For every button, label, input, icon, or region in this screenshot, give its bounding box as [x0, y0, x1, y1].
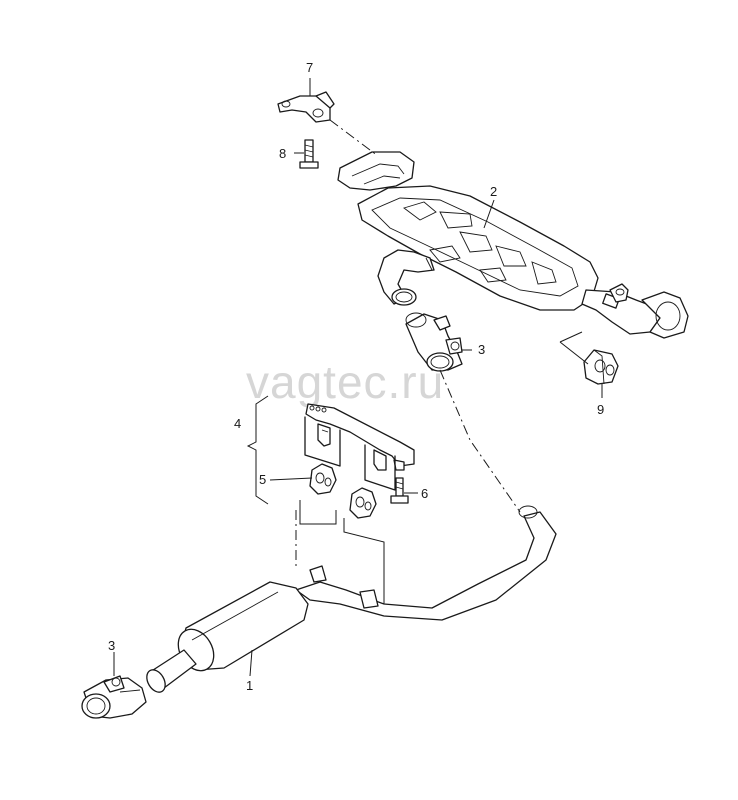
- callout-1: 1: [246, 678, 253, 693]
- callout-9: 9: [597, 402, 604, 417]
- clamp-part-3-lower: [81, 675, 147, 719]
- callout-3-upper: 3: [478, 342, 485, 357]
- front-pipe-part-1: [146, 505, 557, 693]
- watermark: vagtec.ru: [246, 356, 444, 408]
- bolt-part-8: [299, 139, 319, 169]
- bolt-part-6: [390, 477, 409, 504]
- callout-5: 5: [259, 472, 266, 487]
- callout-7: 7: [306, 60, 313, 75]
- rubber-mount-part-5-a: [309, 463, 337, 495]
- callout-8: 8: [279, 146, 286, 161]
- clamp-part-3-upper: [405, 312, 463, 372]
- bracket-part-4: [304, 403, 415, 491]
- leader-lines: [113, 78, 603, 677]
- assembly-center-lines: [295, 119, 521, 570]
- callout-4: 4: [234, 416, 241, 431]
- rear-silencer-part-2: [337, 151, 689, 339]
- callout-6: 6: [421, 486, 428, 501]
- hanger-bracket-part-7: [277, 91, 335, 123]
- callout-3-lower: 3: [108, 638, 115, 653]
- rubber-mount-part-9: [583, 349, 619, 385]
- callout-2: 2: [490, 184, 497, 199]
- rubber-mount-part-5-b: [349, 487, 377, 519]
